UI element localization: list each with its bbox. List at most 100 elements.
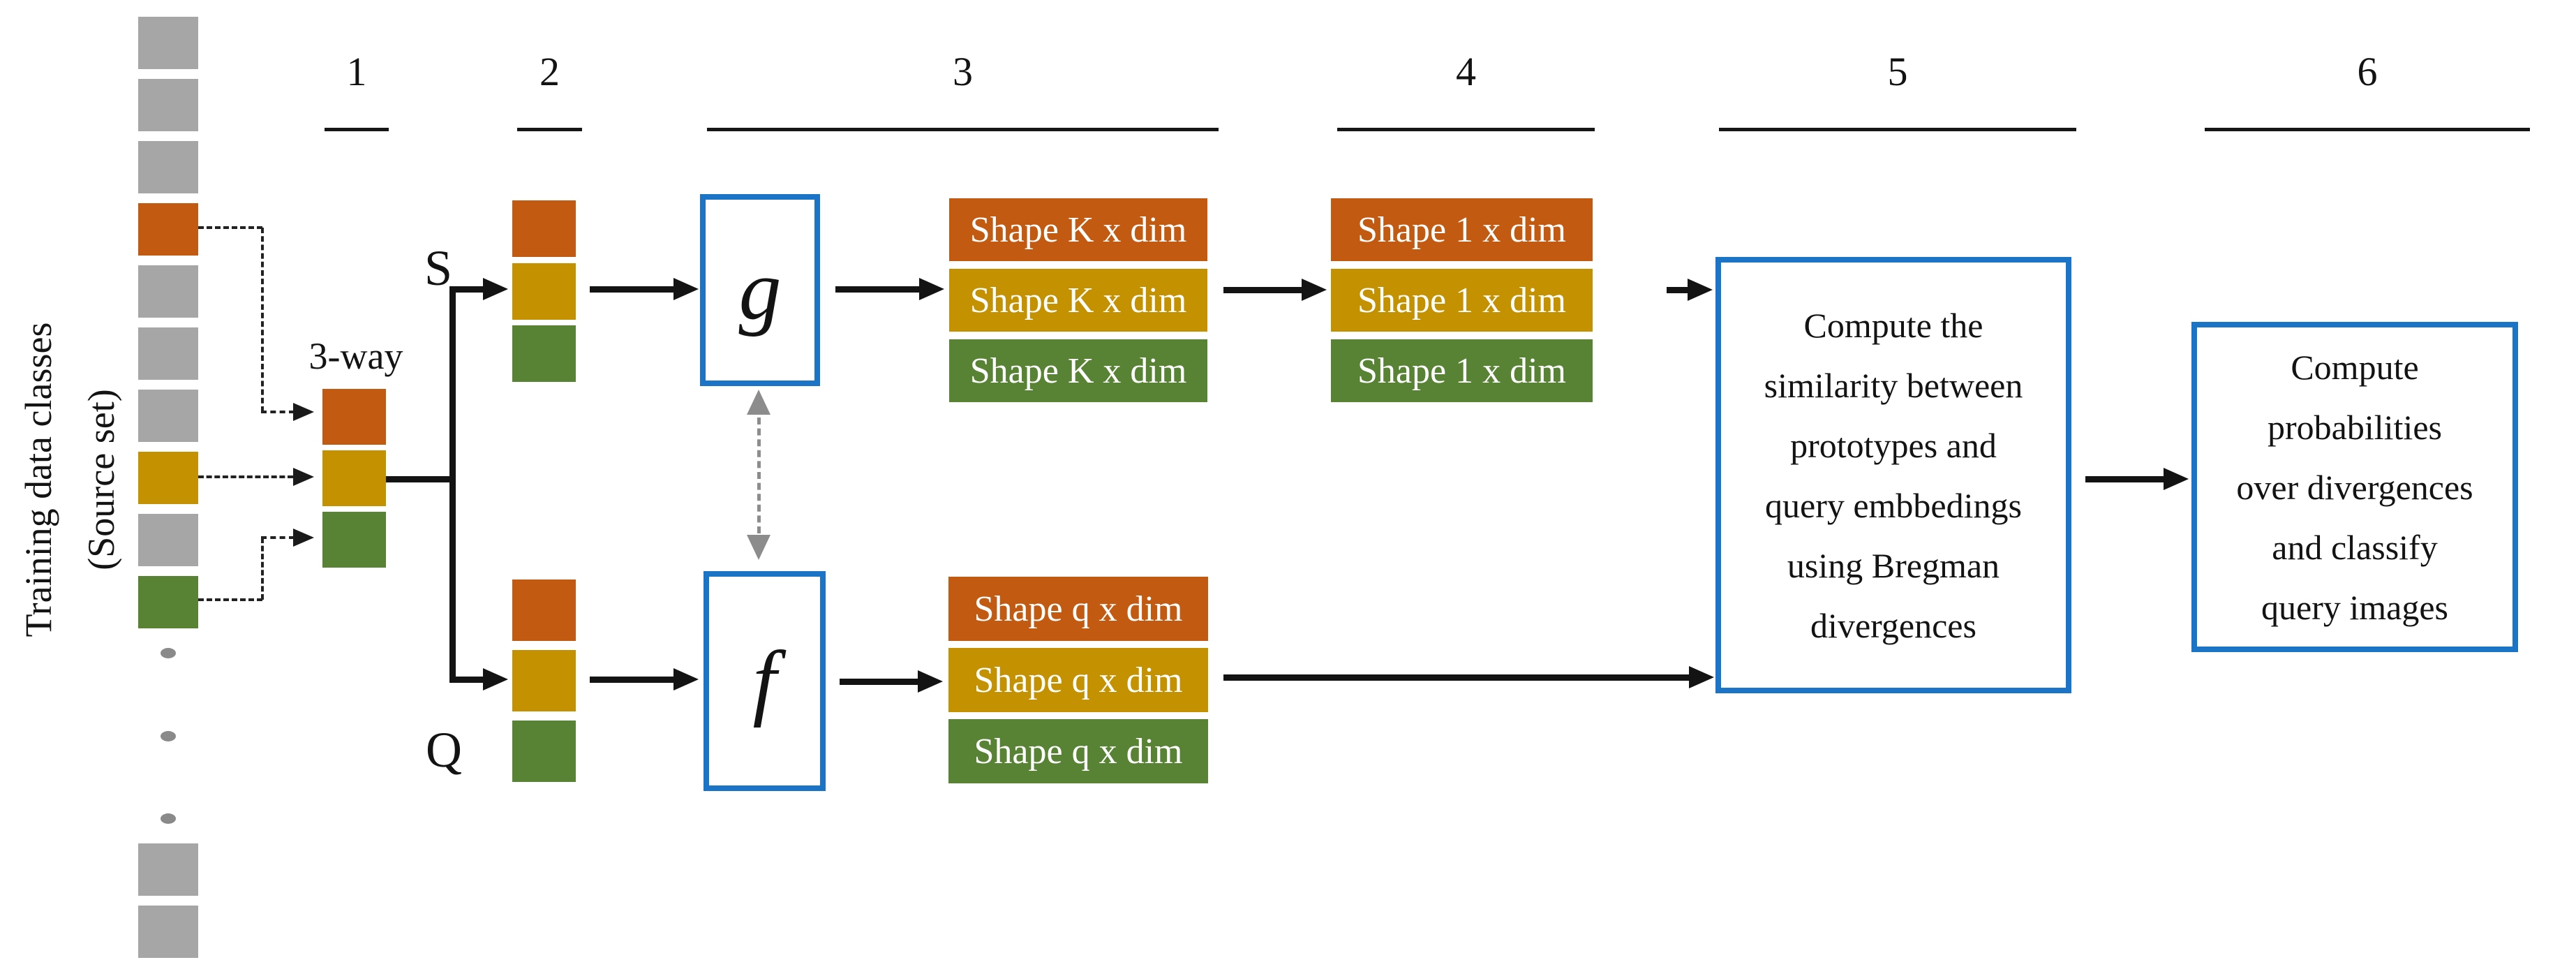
arrow-similarity-to-classify [2085, 476, 2165, 482]
class-square [138, 203, 198, 256]
step-number: 4 [1456, 49, 1476, 94]
bar-label: Shape 1 x dim [1357, 350, 1566, 391]
similarity-box: Compute the similarity between prototype… [1715, 257, 2071, 693]
step-6-header: 6 [2205, 47, 2530, 131]
arrowhead-gold-sample [293, 468, 314, 486]
embedding-bar: Shape K x dim [949, 339, 1207, 402]
step-number: 5 [1887, 49, 1908, 94]
dashed-connector-orange-h2 [261, 411, 295, 413]
class-square [512, 579, 576, 641]
class-square [138, 906, 198, 958]
source-class-squares [138, 17, 198, 628]
class-square [138, 390, 198, 442]
support-stack [512, 200, 576, 382]
bar-label: Shape K x dim [969, 350, 1187, 391]
support-embedding-bars: Shape K x dim Shape K x dim Shape K x di… [949, 198, 1207, 410]
dashed-connector-gold-h [198, 475, 293, 478]
bracket-vertical-line [449, 286, 456, 683]
class-square [138, 79, 198, 131]
bracket-feed-line [386, 476, 456, 482]
class-square [138, 265, 198, 318]
training-data-label: Training data classes (Source set) [7, 235, 133, 724]
class-square [138, 514, 198, 566]
weight-share-arrowhead-up [747, 390, 770, 415]
arrow-support-to-g [590, 286, 675, 293]
dashed-connector-orange-v [261, 228, 264, 412]
arrowhead-to-support [483, 278, 508, 300]
query-set-label: Q [426, 722, 462, 778]
arrow-embeddings-to-prototypes [1223, 287, 1303, 293]
step-number: 1 [346, 49, 367, 94]
source-class-squares-bottom [138, 843, 198, 958]
class-square [161, 730, 176, 741]
dashed-connector-green-v [261, 538, 264, 600]
arrowhead-similarity-to-classify [2164, 468, 2189, 490]
encoder-g-box: g [700, 194, 820, 386]
query-bar: Shape q x dim [948, 577, 1208, 641]
bar-label: Shape q x dim [974, 589, 1183, 629]
arrowhead-orange-sample [293, 403, 314, 421]
source-class-column [138, 17, 198, 960]
class-square [512, 263, 576, 320]
embedding-bar: Shape K x dim [949, 198, 1207, 261]
weight-share-dashed-line [757, 418, 761, 533]
class-square [512, 325, 576, 382]
prototype-bar: Shape 1 x dim [1331, 339, 1593, 402]
encoder-f-symbol: f [752, 633, 777, 728]
class-square [161, 813, 176, 824]
bar-label: Shape K x dim [969, 280, 1187, 320]
arrowhead-embeddings-to-prototypes [1302, 279, 1327, 301]
arrowhead-g-to-embeddings [919, 278, 944, 300]
step-number: 2 [539, 49, 560, 94]
classification-box: Compute probabilities over divergences a… [2191, 322, 2518, 652]
prototype-bar: Shape 1 x dim [1331, 269, 1593, 332]
class-square [138, 327, 198, 380]
step-number: 6 [2357, 49, 2378, 94]
step-underline [1719, 128, 2076, 131]
arrowhead-query-to-similarity [1689, 666, 1714, 688]
dashed-connector-green-h2 [261, 536, 295, 539]
ellipsis-dots [138, 638, 198, 834]
classification-box-text: Compute probabilities over divergences a… [2236, 347, 2473, 627]
arrow-g-to-embeddings [835, 286, 921, 293]
class-square [322, 389, 386, 445]
class-square [322, 512, 386, 568]
query-embedding-bars: Shape q x dim Shape q x dim Shape q x di… [948, 577, 1208, 790]
bar-label: Shape q x dim [974, 660, 1183, 700]
query-bar: Shape q x dim [948, 719, 1208, 783]
step-underline [707, 128, 1219, 131]
query-stack [512, 579, 576, 782]
arrowhead-prototypes-to-similarity [1688, 279, 1713, 301]
step-3-header: 3 [707, 47, 1219, 131]
arrow-prototypes-to-similarity [1667, 287, 1689, 293]
dashed-connector-green-h1 [198, 598, 262, 601]
class-square [138, 843, 198, 896]
arrowhead-query-to-f [673, 668, 699, 691]
arrowhead-green-sample [293, 529, 314, 547]
step-underline [517, 128, 582, 131]
query-bar: Shape q x dim [948, 648, 1208, 712]
episode-label: 3-way [308, 335, 403, 377]
encoder-g-symbol: g [738, 242, 782, 337]
bracket-top-line [454, 286, 484, 293]
step-underline [325, 128, 389, 131]
bar-label: Shape K x dim [969, 209, 1187, 250]
step-underline [2205, 128, 2530, 131]
weight-share-arrowhead-down [747, 535, 770, 560]
training-data-label-line1: Training data classes [17, 322, 59, 637]
class-square [138, 141, 198, 193]
bar-label: Shape 1 x dim [1357, 209, 1566, 250]
class-square [138, 452, 198, 504]
step-1-header: 1 [325, 47, 389, 131]
class-square [512, 650, 576, 711]
class-square [512, 200, 576, 257]
arrowhead-to-query [483, 668, 508, 691]
class-square [512, 721, 576, 782]
episode-stack [322, 389, 386, 568]
similarity-box-text: Compute the similarity between prototype… [1764, 305, 2023, 645]
arrowhead-f-to-embeddings [918, 670, 943, 693]
bar-label: Shape 1 x dim [1357, 280, 1566, 320]
support-set-label: S [424, 240, 453, 296]
step-5-header: 5 [1719, 47, 2076, 131]
